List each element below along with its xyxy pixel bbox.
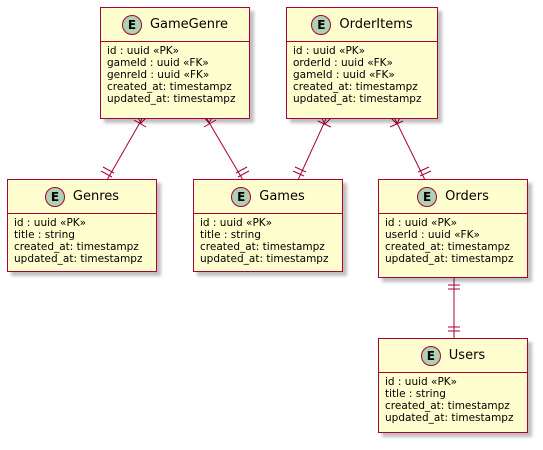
entity-fields: id : uuid «PK» title : string created_at… bbox=[379, 373, 527, 428]
field: updated_at: timestampz bbox=[107, 93, 236, 105]
field: id : uuid «PK» bbox=[200, 217, 273, 229]
entity-fields: id : uuid «PK» userId : uuid «FK» create… bbox=[379, 214, 527, 269]
entity-icon: E bbox=[121, 14, 142, 35]
field: gameId : uuid «FK» bbox=[107, 57, 209, 69]
field: created_at: timestampz bbox=[385, 400, 510, 412]
field: id : uuid «PK» bbox=[14, 217, 87, 229]
entity-fields: id : uuid «PK» orderId : uuid «FK» gameI… bbox=[287, 42, 437, 109]
entity-header: E Genres bbox=[8, 180, 156, 214]
entity-icon: E bbox=[311, 14, 332, 35]
field: created_at: timestampz bbox=[200, 241, 325, 253]
entity-header: E GameGenre bbox=[101, 8, 249, 42]
entity-genres[interactable]: E Genres id : uuid «PK» title : string c… bbox=[7, 179, 157, 272]
field: title : string bbox=[200, 229, 261, 241]
entity-title: GameGenre bbox=[149, 17, 229, 32]
field: updated_at: timestampz bbox=[293, 93, 422, 105]
field: updated_at: timestampz bbox=[385, 253, 514, 265]
entity-title: Games bbox=[259, 189, 305, 204]
field: created_at: timestampz bbox=[293, 81, 418, 93]
edge-orderitems-orders bbox=[394, 118, 426, 181]
entity-gamegenre[interactable]: E GameGenre id : uuid «PK» gameId : uuid… bbox=[100, 7, 250, 119]
entity-icon: E bbox=[231, 186, 252, 207]
entity-icon: E bbox=[44, 186, 65, 207]
field: updated_at: timestampz bbox=[385, 412, 514, 424]
entity-orders[interactable]: E Orders id : uuid «PK» userId : uuid «F… bbox=[378, 179, 528, 278]
field: created_at: timestampz bbox=[107, 81, 232, 93]
field: genreId : uuid «FK» bbox=[107, 69, 210, 81]
entity-title: OrderItems bbox=[339, 17, 413, 32]
entity-icon: E bbox=[417, 186, 438, 207]
entity-title: Genres bbox=[72, 189, 120, 204]
entity-fields: id : uuid «PK» title : string created_at… bbox=[194, 214, 342, 269]
edge-gamegenre-genres bbox=[106, 118, 143, 181]
field: updated_at: timestampz bbox=[200, 253, 329, 265]
field: id : uuid «PK» bbox=[293, 45, 366, 57]
entity-fields: id : uuid «PK» title : string created_at… bbox=[8, 214, 156, 269]
edge-orderitems-games bbox=[297, 118, 327, 181]
entity-header: E Orders bbox=[379, 180, 527, 214]
field: userId : uuid «FK» bbox=[385, 229, 480, 241]
field: gameId : uuid «FK» bbox=[293, 69, 395, 81]
field: created_at: timestampz bbox=[385, 241, 510, 253]
entity-title: Orders bbox=[445, 189, 489, 204]
field: title : string bbox=[385, 388, 446, 400]
entity-header: E OrderItems bbox=[287, 8, 437, 42]
field: id : uuid «PK» bbox=[385, 217, 458, 229]
entity-games[interactable]: E Games id : uuid «PK» title : string cr… bbox=[193, 179, 343, 272]
field: id : uuid «PK» bbox=[385, 376, 458, 388]
entity-orderitems[interactable]: E OrderItems id : uuid «PK» orderId : uu… bbox=[286, 7, 438, 119]
entity-icon: E bbox=[420, 345, 441, 366]
field: updated_at: timestampz bbox=[14, 253, 143, 265]
entity-users[interactable]: E Users id : uuid «PK» title : string cr… bbox=[378, 338, 528, 433]
entity-header: E Games bbox=[194, 180, 342, 214]
edge-gamegenre-games bbox=[206, 118, 244, 181]
field: created_at: timestampz bbox=[14, 241, 139, 253]
field: orderId : uuid «FK» bbox=[293, 57, 393, 69]
entity-title: Users bbox=[448, 348, 486, 363]
entity-fields: id : uuid «PK» gameId : uuid «FK» genreI… bbox=[101, 42, 249, 109]
field: title : string bbox=[14, 229, 75, 241]
entity-header: E Users bbox=[379, 339, 527, 373]
field: id : uuid «PK» bbox=[107, 45, 180, 57]
